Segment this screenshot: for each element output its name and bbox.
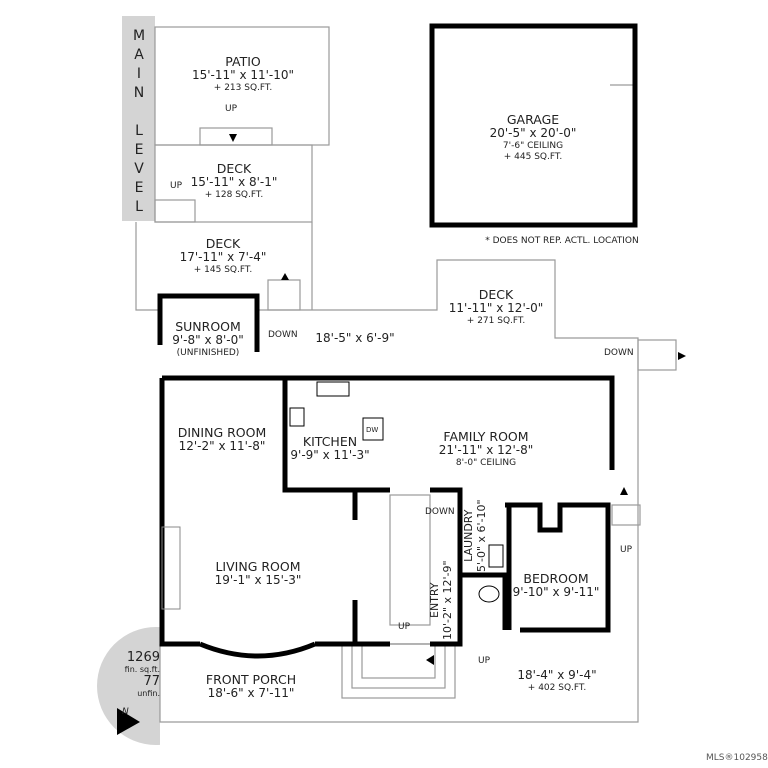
patio-stair-up: UP (225, 104, 238, 114)
interior-stair-down: DOWN (425, 507, 455, 517)
dishwasher-label: DW (366, 426, 379, 434)
deck-stair-down: DOWN (268, 330, 298, 340)
right-stair-down: DOWN (604, 348, 634, 358)
side-yard-label: 18'-4" x 9'-4"+ 402 SQ.FT. (517, 668, 597, 693)
exterior-outlines (135, 26, 677, 723)
garage-note: * DOES NOT REP. ACTL. LOCATION (485, 236, 639, 246)
walls (157, 23, 638, 659)
north-arrow-icon (117, 708, 140, 735)
level-label: MAIN LEVEL (131, 28, 147, 218)
entry-up: UP (398, 622, 411, 632)
level-label-strip: MAIN LEVEL (122, 16, 155, 221)
fixtures (161, 381, 504, 610)
deck-walkway-dims: 18'-5" x 6'-9" (315, 331, 395, 345)
deck-stair-up: UP (170, 181, 183, 191)
area-summary: 1269 fin. sq.ft. 77 unfin. (124, 650, 160, 698)
north-label: N (122, 707, 129, 717)
listing-id: MLS®1029580 (706, 753, 768, 763)
side-stair-up: UP (620, 545, 633, 555)
front-stair-up: UP (478, 656, 491, 666)
stair-arrow-icons (229, 134, 686, 665)
